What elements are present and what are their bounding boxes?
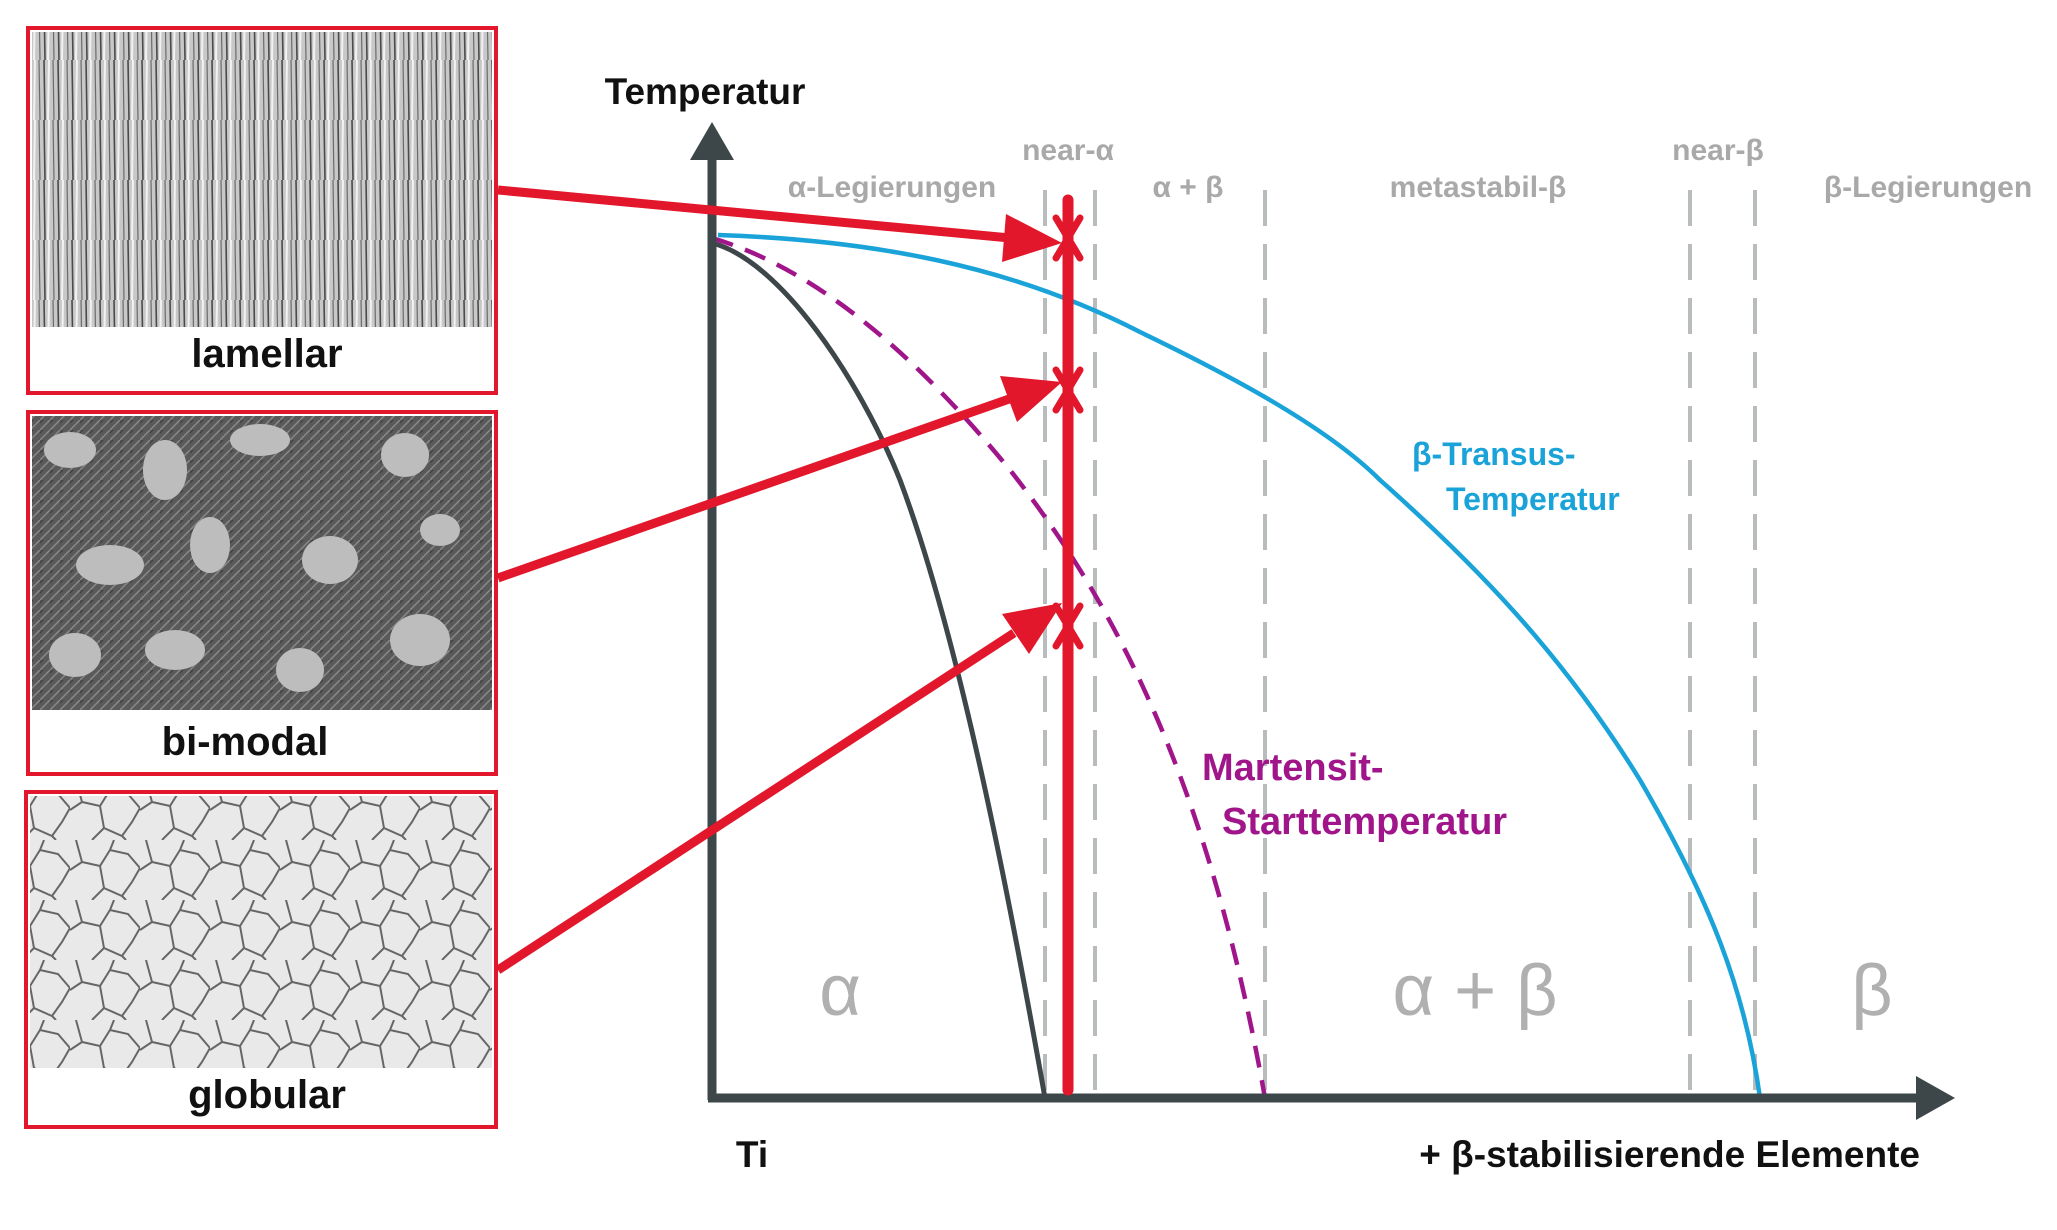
x-axis-label: + β-stabilisierende Elemente xyxy=(1419,1134,1920,1175)
x-origin-label: Ti xyxy=(736,1134,768,1175)
header-alpha-beta: α + β xyxy=(1153,171,1224,204)
phase-alpha-beta: α + β xyxy=(1392,951,1557,1031)
micrograph-lamellar-panel: lamellar xyxy=(26,26,498,395)
header-alpha-alloys: α-Legierungen xyxy=(788,171,996,204)
region-boundaries xyxy=(1043,190,1757,1098)
arrow-bimodal xyxy=(496,393,1014,583)
beta-transus-label-line2: Temperatur xyxy=(1446,481,1620,517)
y-axis-arrowhead xyxy=(690,122,734,160)
beta-transus-curve xyxy=(717,232,1763,1099)
arrow-lamellar xyxy=(497,185,1011,243)
micrograph-lamellar-image xyxy=(32,32,492,327)
header-near-alpha: near-α xyxy=(1022,134,1114,167)
arrowhead-lamellar xyxy=(1002,214,1062,262)
micrograph-globular-label: globular xyxy=(188,1073,346,1117)
arrow-globular xyxy=(495,629,1017,974)
axes xyxy=(690,122,1955,1120)
header-beta-alloys: β-Legierungen xyxy=(1824,171,2032,204)
marker-lamellar xyxy=(1052,214,1084,262)
arrowheads xyxy=(1000,214,1062,654)
martensite-label-line1: Martensit- xyxy=(1202,747,1384,789)
x-axis-arrowhead xyxy=(1916,1076,1955,1120)
arrowhead-globular xyxy=(1002,603,1062,654)
header-metastable-beta: metastabil-β xyxy=(1390,171,1567,204)
arrows xyxy=(495,185,1017,974)
micrograph-lamellar-label: lamellar xyxy=(191,332,342,376)
y-axis-label: Temperatur xyxy=(605,71,806,112)
micrograph-globular-panel: globular xyxy=(24,790,498,1129)
marker-globular xyxy=(1052,602,1084,650)
alpha-grains xyxy=(44,424,460,692)
martensite-start-curve xyxy=(711,235,1268,1099)
micrograph-bimodal-label: bi-modal xyxy=(162,720,329,764)
alpha-boundary-curve xyxy=(711,240,1048,1099)
arrowhead-bimodal xyxy=(1000,376,1062,422)
markers xyxy=(1052,214,1084,650)
phase-beta: β xyxy=(1851,951,1892,1031)
micrograph-bimodal-panel: bi-modal xyxy=(26,410,498,776)
beta-transus-label-line1: β-Transus- xyxy=(1412,436,1576,472)
martensite-label-line2: Starttemperatur xyxy=(1222,801,1507,843)
marker-bimodal xyxy=(1052,366,1084,414)
micrograph-globular-image xyxy=(30,796,492,1068)
phase-alpha: α xyxy=(819,951,861,1031)
header-near-beta: near-β xyxy=(1672,134,1764,167)
